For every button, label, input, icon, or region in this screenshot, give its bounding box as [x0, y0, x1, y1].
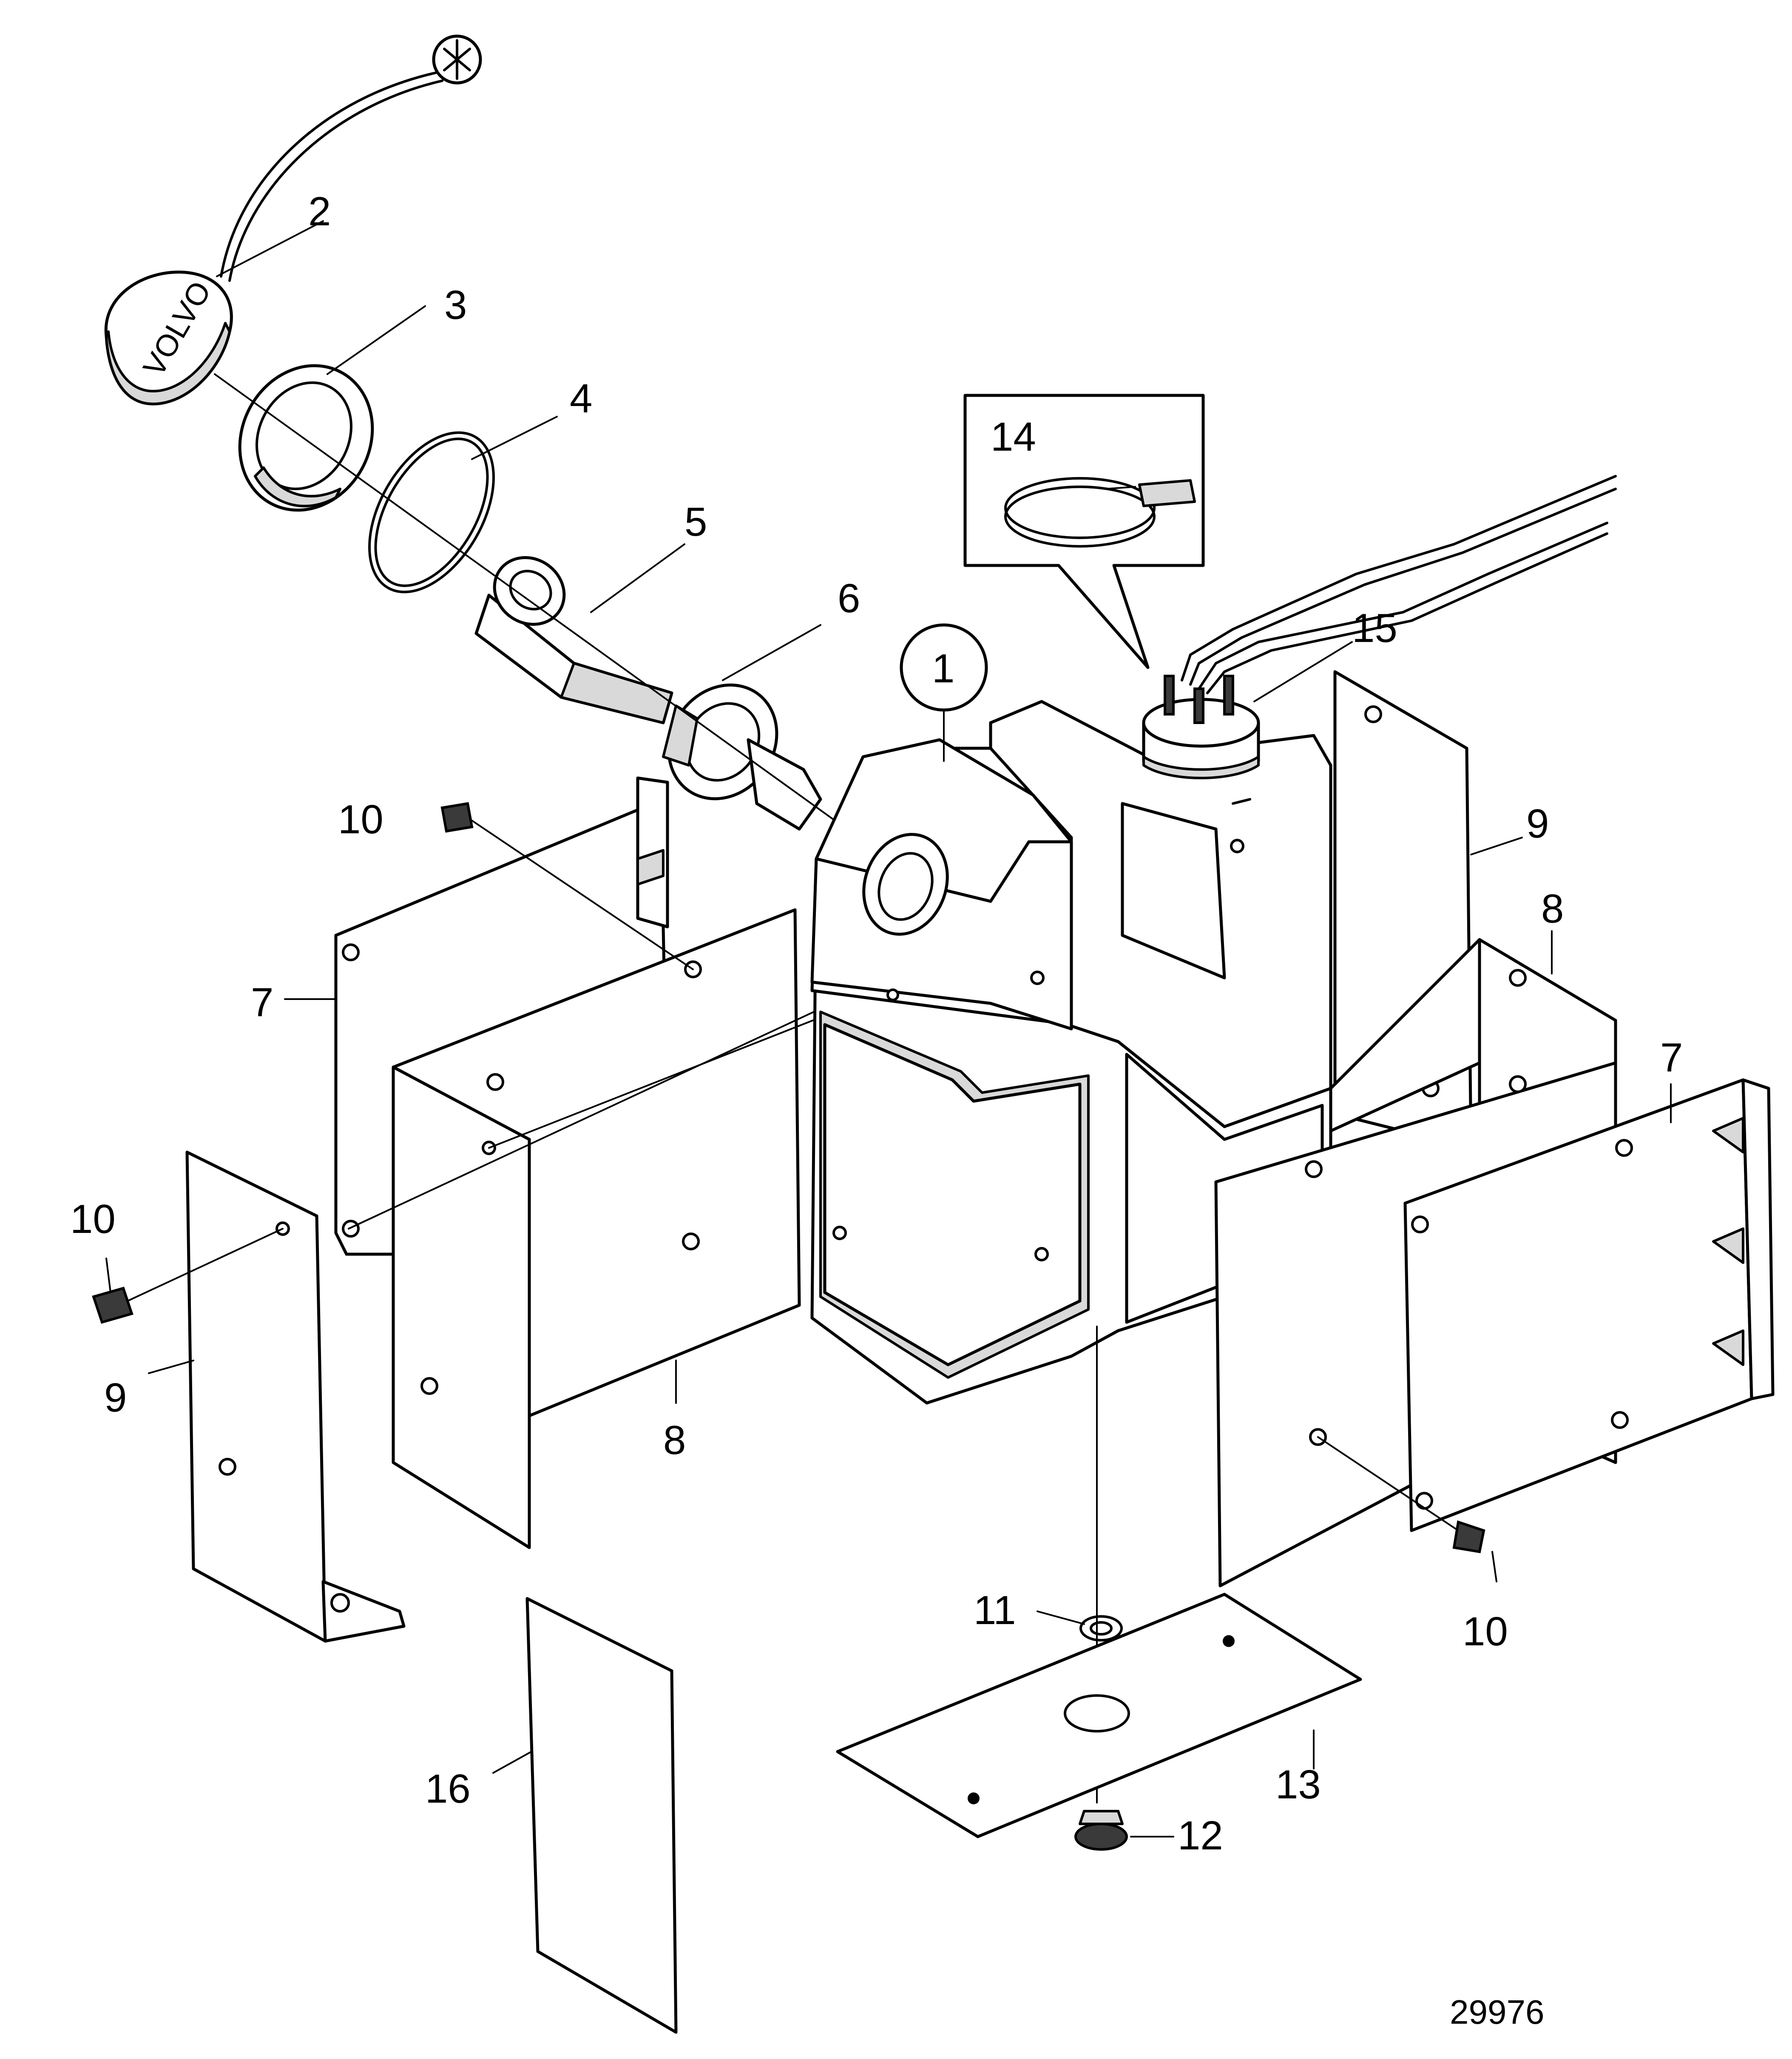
assembly-axis-line	[214, 373, 936, 894]
bolt-icon	[92, 1228, 284, 1324]
clamp-icon	[1004, 477, 1196, 548]
callout-15: 15	[1352, 605, 1397, 651]
plate-part-13	[836, 1593, 1362, 1838]
callout-10-top: 10	[338, 797, 383, 842]
callout-circle-1	[900, 623, 988, 712]
bolt-icon	[1317, 1436, 1485, 1553]
drain-plug-icon	[1074, 1810, 1128, 1851]
filler-cap-icon: VOLVO	[104, 34, 482, 406]
bolt-icon	[440, 802, 694, 970]
leader-lines	[105, 220, 1672, 1837]
callout-2: 2	[308, 189, 331, 234]
callout-6: 6	[838, 576, 860, 621]
clamp-detail-inset	[963, 394, 1205, 669]
callout-5: 5	[684, 499, 707, 545]
fuel-lines	[1181, 475, 1617, 694]
callout-10-right: 10	[1463, 1609, 1508, 1654]
callout-7-left: 7	[251, 980, 273, 1025]
mounting-axis-line	[348, 994, 851, 1230]
callout-9-right: 9	[1526, 801, 1549, 846]
callout-16: 16	[425, 1766, 471, 1812]
panel-part-16	[525, 1597, 678, 2034]
panel-part-7-right	[1403, 1078, 1775, 1532]
ring-part-3	[238, 364, 374, 512]
callout-8-right: 8	[1541, 886, 1564, 932]
filler-neck-part-5	[474, 556, 673, 724]
callout-3: 3	[444, 282, 467, 328]
callout-14: 14	[991, 414, 1036, 460]
callout-12: 12	[1178, 1813, 1223, 1858]
callout-1: 1	[932, 646, 954, 691]
washer-part-11	[1079, 1615, 1123, 1642]
callout-8-bottom: 8	[663, 1417, 686, 1463]
callout-10-left: 10	[70, 1196, 116, 1242]
panel-part-9-left	[185, 1150, 406, 1643]
callout-9-left: 9	[104, 1375, 127, 1420]
o-ring-part-4	[368, 431, 495, 594]
figure-number: 29976	[1450, 1993, 1544, 2031]
panel-part-8-left	[392, 908, 801, 1549]
callout-4: 4	[570, 376, 592, 421]
callout-7-right: 7	[1660, 1035, 1683, 1080]
callout-13: 13	[1275, 1762, 1321, 1807]
callout-11: 11	[974, 1588, 1016, 1633]
adapter-part-6	[662, 683, 822, 831]
